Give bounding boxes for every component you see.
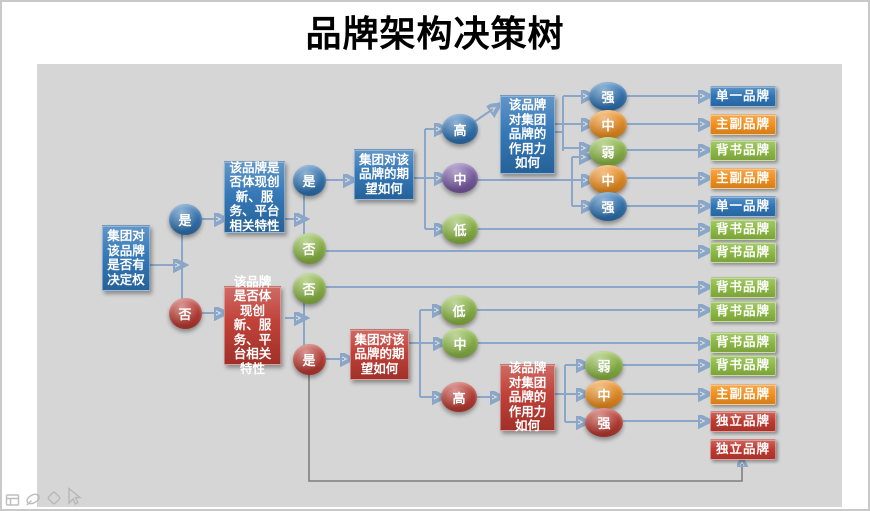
presenter-toolbar (2, 485, 122, 509)
question-box-q2u: 该品牌是否体现创新、服务、平台相关特性 (224, 161, 285, 233)
choice-no2l: 否 (292, 272, 326, 304)
choice-w1: 弱 (589, 136, 627, 166)
choice-yes2l: 是 (292, 343, 326, 375)
choice-yes2u: 是 (292, 164, 326, 196)
choice-m3: 中 (585, 379, 623, 409)
result-box-10: 背书品牌 (710, 331, 776, 353)
choice-m1: 中 (589, 109, 627, 139)
pen-icon[interactable] (24, 490, 42, 508)
choice-no2u: 否 (292, 232, 326, 264)
question-box-q3u: 集团对该品牌的期望如何 (354, 149, 414, 200)
choice-m2: 中 (589, 164, 627, 194)
question-box-q1: 集团对该品牌是否有决定权 (102, 225, 150, 291)
result-box-9: 背书品牌 (710, 300, 776, 322)
choice-mid_l: 中 (442, 328, 478, 358)
choice-hi_l: 高 (441, 382, 477, 412)
result-box-2: 主副品牌 (710, 113, 776, 135)
pointer-icon[interactable] (65, 487, 83, 507)
highlighter-icon[interactable] (45, 489, 63, 507)
choice-hi_u: 高 (442, 114, 478, 144)
choice-mid_u: 中 (442, 163, 478, 193)
choice-w3: 弱 (585, 350, 623, 380)
result-box-1: 单一品牌 (710, 85, 776, 107)
result-box-3: 背书品牌 (710, 139, 776, 161)
result-box-14: 独立品牌 (710, 438, 776, 460)
result-box-6: 背书品牌 (710, 218, 776, 240)
result-box-4: 主副品牌 (710, 167, 776, 189)
result-box-12: 主副品牌 (710, 383, 776, 405)
result-box-7: 背书品牌 (710, 241, 776, 263)
question-box-q2l: 该品牌是否体现创新、服务、平台相关特性 (224, 275, 281, 376)
choice-s2: 强 (589, 191, 627, 221)
choice-low_u: 低 (442, 214, 478, 244)
choice-s1: 强 (589, 81, 627, 111)
choice-yes1: 是 (168, 203, 202, 235)
result-box-11: 背书品牌 (710, 354, 776, 376)
result-box-5: 单一品牌 (710, 195, 776, 217)
result-box-13: 独立品牌 (710, 410, 776, 432)
choice-low_l: 低 (441, 295, 477, 325)
choice-no1: 否 (168, 297, 202, 329)
question-box-q4u: 该品牌对集团品牌的作用力如何 (500, 95, 555, 174)
choice-s3: 强 (585, 407, 623, 437)
slide-navigator-icon[interactable] (5, 492, 21, 508)
slide-title: 品牌架构决策树 (305, 13, 565, 54)
question-box-q3l: 集团对该品牌的期望如何 (350, 329, 409, 380)
result-box-8: 背书品牌 (710, 276, 776, 298)
question-box-q4l: 该品牌对集团品牌的作用力如何 (500, 361, 555, 433)
